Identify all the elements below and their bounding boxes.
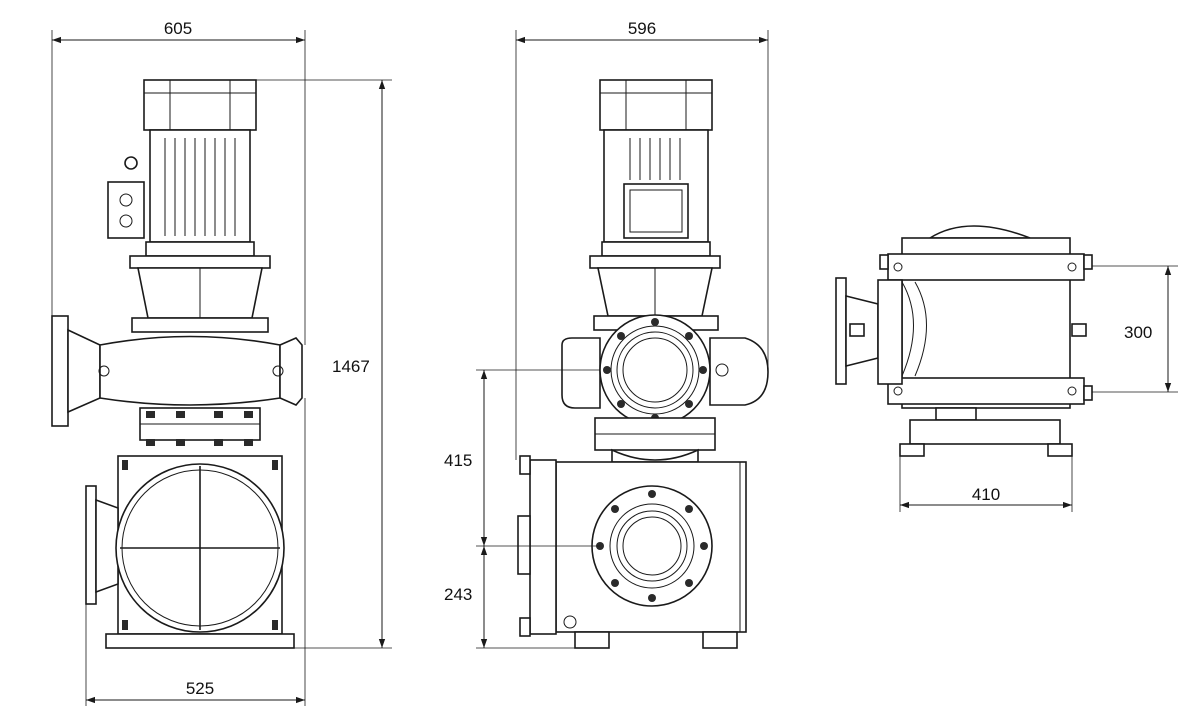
side-height-label: 1467 <box>332 357 370 376</box>
front-h2-label: 243 <box>444 585 472 604</box>
side-suction-casing <box>85 455 295 649</box>
front-width-dimension: 596 <box>515 19 769 460</box>
top-span-label: 300 <box>1124 323 1152 342</box>
side-height-dimension: 1467 <box>256 79 392 649</box>
side-base-dimension: 525 <box>85 398 306 706</box>
side-base-label: 525 <box>186 679 214 698</box>
side-volute <box>51 315 303 441</box>
front-height-dimensions: 415 243 <box>444 369 600 649</box>
top-span-dimension: 300 <box>1092 265 1178 393</box>
side-motor <box>107 79 257 257</box>
front-h1-label: 415 <box>444 451 472 470</box>
side-width-dimension: 605 <box>51 19 306 345</box>
side-view: 605 1467 525 <box>51 19 392 706</box>
front-volute <box>561 314 769 451</box>
side-width-label: 605 <box>164 19 192 38</box>
front-suction-casing <box>517 448 747 649</box>
top-casing <box>835 225 1093 457</box>
side-lantern <box>129 255 271 333</box>
top-width-dimension: 410 <box>899 456 1073 512</box>
front-width-label: 596 <box>628 19 656 38</box>
top-width-label: 410 <box>972 485 1000 504</box>
front-view: 596 415 243 <box>444 19 769 649</box>
side-bolts <box>122 411 278 630</box>
front-motor <box>599 79 713 257</box>
top-view: 300 410 <box>835 225 1178 512</box>
